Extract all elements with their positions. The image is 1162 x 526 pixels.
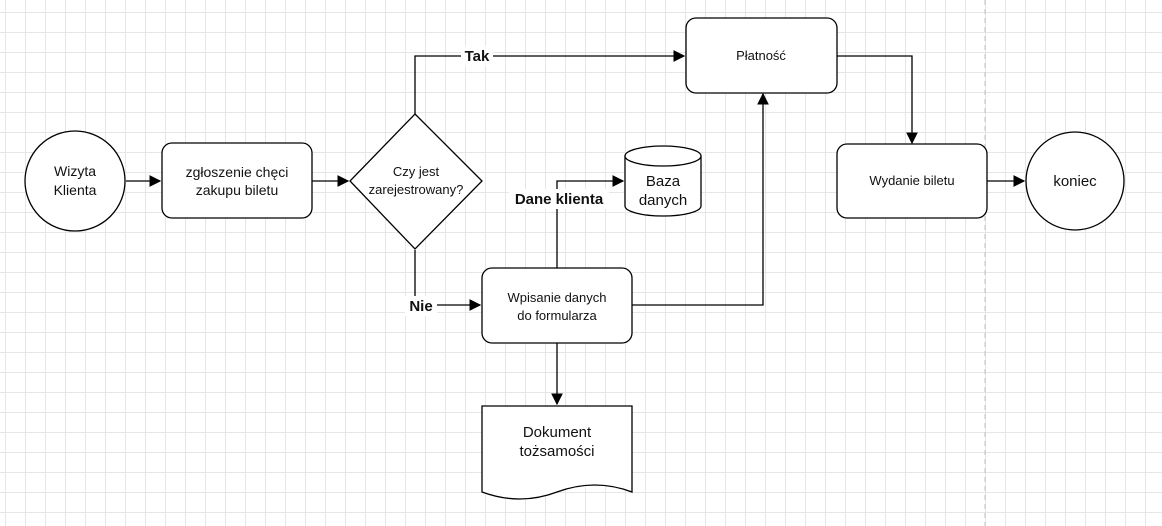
edge-label-tak: Tak (465, 48, 490, 65)
wydanie-label: Wydanie biletu (869, 173, 954, 188)
edge-decision-tak-to-platnosc (414, 50, 686, 114)
baza-line-1: Baza (646, 173, 681, 190)
wizyta-line-1: Wizyta (54, 163, 96, 179)
edge-label-bg-nie (405, 296, 437, 316)
edge-platnosc-to-wydanie (837, 55, 918, 145)
end-circle (1025, 131, 1125, 231)
database-cylinder-top (624, 145, 702, 167)
dokument-line-2: tożsamości (519, 443, 594, 460)
dokument-line-1: Dokument (523, 424, 592, 441)
document-shape (481, 405, 633, 500)
node-wydanie[interactable]: Wydanie biletu (836, 143, 988, 219)
wizyta-line-2: Klienta (54, 182, 97, 198)
process-box (481, 267, 633, 344)
edges (126, 50, 1026, 406)
edge-label-bg-tak (461, 46, 493, 66)
decision-line-1: Czy jest (393, 164, 440, 179)
node-wizyta-klienta[interactable]: Wizyta Klienta (24, 130, 126, 232)
koniec-label: koniec (1053, 173, 1097, 190)
baza-line-2: danych (639, 192, 687, 209)
process-box (836, 143, 988, 219)
start-circle (24, 130, 126, 232)
edge-wpisanie-to-baza (556, 175, 625, 268)
database-cylinder-body (624, 156, 702, 217)
process-box (161, 142, 313, 219)
edge-label-dane-klienta: Dane klienta (515, 191, 604, 208)
node-baza-danych[interactable]: Baza danych (624, 145, 702, 217)
decision-diamond (349, 113, 483, 250)
node-platnosc[interactable]: Płatność (685, 17, 838, 94)
platnosc-label: Płatność (736, 48, 786, 63)
zgloszenie-line-1: zgłoszenie chęci (186, 164, 289, 180)
edge-label-bg-dane-klienta (509, 189, 609, 209)
node-koniec[interactable]: koniec (1025, 131, 1125, 231)
node-dokument[interactable]: Dokument tożsamości (481, 405, 633, 500)
node-zgloszenie[interactable]: zgłoszenie chęci zakupu biletu (161, 142, 313, 219)
node-wpisanie[interactable]: Wpisanie danych do formularza (481, 267, 633, 344)
wpisanie-line-2: do formularza (517, 308, 597, 323)
wpisanie-line-1: Wpisanie danych (508, 290, 607, 305)
process-box (685, 17, 838, 94)
decision-line-2: zarejestrowany? (369, 182, 464, 197)
node-decision[interactable]: Czy jest zarejestrowany? (349, 113, 483, 250)
edge-label-nie: Nie (409, 298, 432, 315)
edge-wpisanie-to-platnosc (632, 92, 769, 306)
zgloszenie-line-2: zakupu biletu (196, 182, 279, 198)
